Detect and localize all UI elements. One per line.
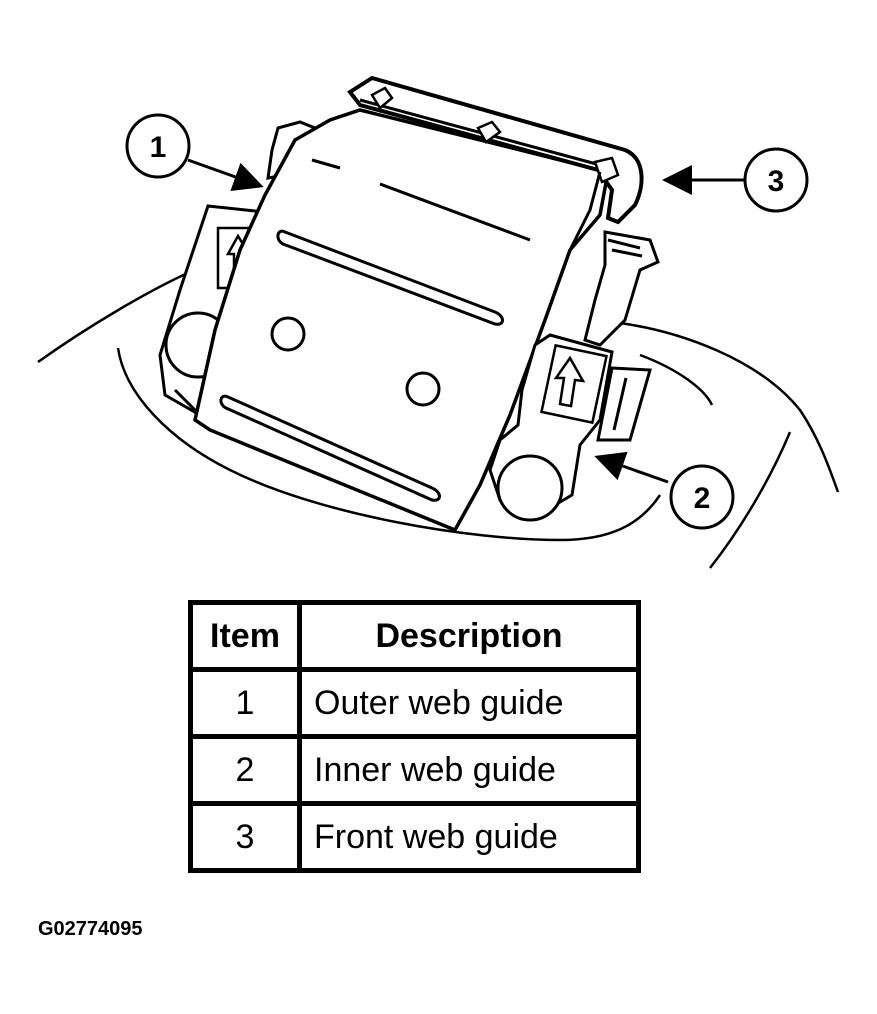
row-item-number: 2 xyxy=(188,734,302,806)
inner-web-guide xyxy=(488,333,652,522)
row-item-number: 1 xyxy=(188,667,302,739)
figure-id: G02774095 xyxy=(38,918,143,940)
leader-line-1 xyxy=(187,158,264,192)
legend-table: Item Description 1 Outer web guide 2 Inn… xyxy=(188,600,641,873)
table-row: 2 Inner web guide xyxy=(188,734,641,806)
callout-2: 2 xyxy=(669,464,735,530)
table-row: 1 Outer web guide xyxy=(188,667,641,739)
row-description: Outer web guide xyxy=(297,667,641,739)
svg-text:1: 1 xyxy=(150,131,167,164)
table-row: 3 Front web guide xyxy=(188,801,641,873)
table-header-row: Item Description xyxy=(188,600,641,672)
row-description: Front web guide xyxy=(297,801,641,873)
leader-line-2 xyxy=(594,451,669,484)
callout-labels: 1 2 3 xyxy=(125,113,809,530)
header-description: Description xyxy=(297,600,641,672)
svg-text:2: 2 xyxy=(694,482,711,515)
callout-leaders xyxy=(187,158,745,484)
row-item-number: 3 xyxy=(188,801,302,873)
surrounding-outline xyxy=(37,270,840,569)
row-description: Inner web guide xyxy=(297,734,641,806)
callout-1: 1 xyxy=(125,113,191,179)
callout-3: 3 xyxy=(743,147,809,213)
header-item: Item xyxy=(188,600,302,672)
web-guide-illustration: 1 2 3 xyxy=(37,75,840,569)
svg-text:3: 3 xyxy=(768,165,785,198)
cover-detail-lines xyxy=(219,158,531,502)
right-rail xyxy=(583,230,660,347)
front-web-guide xyxy=(347,75,644,251)
